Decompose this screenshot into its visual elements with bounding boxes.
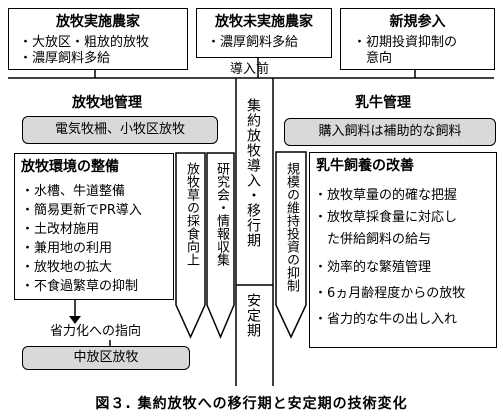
intensive-period-label: 集約放牧導入・移行期 [245, 98, 261, 248]
research-arrow-shape [206, 152, 235, 339]
environment-box: 放牧環境の整備 ・水槽、牛道整備 ・簡易更新でPR導入 ・土改材施用 ・兼用地の… [14, 153, 174, 300]
list-item: ・6ヵ月齢程度からの放牧 [314, 286, 466, 301]
grazing-farmers-box: 放牧実施農家 ・大放区・粗放的放牧 ・濃厚飼料多給 [8, 8, 188, 70]
environment-list: ・水槽、牛道整備 ・簡易更新でPR導入 ・土改材施用 ・兼用地の利用 ・放牧地の… [21, 182, 142, 296]
dairy-care-list: ・放牧草量の的確な把握 ・放牧草採食量に対応し た併給飼料の給与 ・効率的な繁殖… [314, 185, 465, 331]
list-item: ・放牧草量の的確な把握 [314, 188, 458, 203]
non-grazing-farmers-box: 放牧未実施農家 ・濃厚飼料多給 [196, 8, 332, 58]
list-item: ・不食過繁草の抑制 [21, 279, 139, 294]
figure-caption: 図３. 集約放牧への移行期と安定期の技術変化 [95, 396, 408, 412]
new-entry-box: 新規参入 ・初期投資抑制の 意向 [340, 8, 495, 70]
list-item: ・土改材施用 [21, 222, 100, 237]
dairy-care-title: 乳牛飼養の改善 [316, 158, 414, 174]
labor-direction-label: 省力化への指向 [50, 324, 142, 339]
dairy-management-heading: 乳牛管理 [355, 95, 411, 111]
list-item: ・大放区・粗放的放牧 [19, 35, 150, 50]
pasture-management-heading: 放牧地管理 [72, 95, 142, 111]
grazing-farmers-title: 放牧実施農家 [56, 14, 140, 30]
environment-title: 放牧環境の整備 [21, 159, 119, 175]
new-entry-title: 新規参入 [389, 14, 446, 30]
purchased-feed-box: 購入飼料は補助的な飼料 [284, 118, 496, 146]
grazing-farmers-list: ・大放区・粗放的放牧 ・濃厚飼料多給 [19, 35, 149, 67]
pre-introduction-label: 導入前 [230, 62, 270, 77]
list-item: ・効率的な繁殖管理 [314, 260, 432, 275]
research-info-label: 研究会・情報収集 [214, 162, 229, 266]
non-grazing-farmers-title: 放牧未実施農家 [215, 14, 313, 30]
list-item: ・簡易更新でPR導入 [21, 203, 142, 218]
electric-fence-text: 電気牧柵、小牧区放牧 [54, 122, 185, 137]
medium-paddock-text: 中放区放牧 [73, 350, 139, 365]
stable-period-label: 安定期 [245, 293, 261, 338]
list-item: ・初期投資抑制の [353, 35, 458, 50]
electric-fence-box: 電気牧柵、小牧区放牧 [22, 116, 218, 144]
scale-arrow-shape [275, 151, 307, 339]
dairy-care-box: 乳牛飼養の改善 ・放牧草量の的確な把握 ・放牧草採食量に対応し た併給飼料の給与… [309, 152, 497, 348]
list-item: 意向 [353, 51, 393, 66]
scale-investment-label: 規模の維持投資の抑制 [284, 162, 299, 292]
list-item: ・放牧地の拡大 [21, 260, 113, 275]
list-item: ・放牧草採食量に対応し [314, 210, 458, 225]
list-item: た併給飼料の給与 [314, 232, 432, 247]
purchased-feed-text: 購入飼料は補助的な飼料 [318, 124, 462, 139]
list-item: ・水槽、牛道整備 [21, 184, 126, 199]
new-entry-list: ・初期投資抑制の 意向 [353, 35, 457, 67]
grass-arrow-shape [175, 152, 206, 339]
list-item: ・兼用地の利用 [21, 241, 113, 256]
list-item: ・省力的な牛の出し入れ [314, 312, 458, 327]
list-item: ・濃厚飼料多給 [207, 35, 299, 50]
grass-intake-label: 放牧草の採食向上 [184, 162, 199, 266]
medium-paddock-box: 中放区放牧 [22, 346, 190, 370]
list-item: ・濃厚飼料多給 [19, 51, 111, 66]
